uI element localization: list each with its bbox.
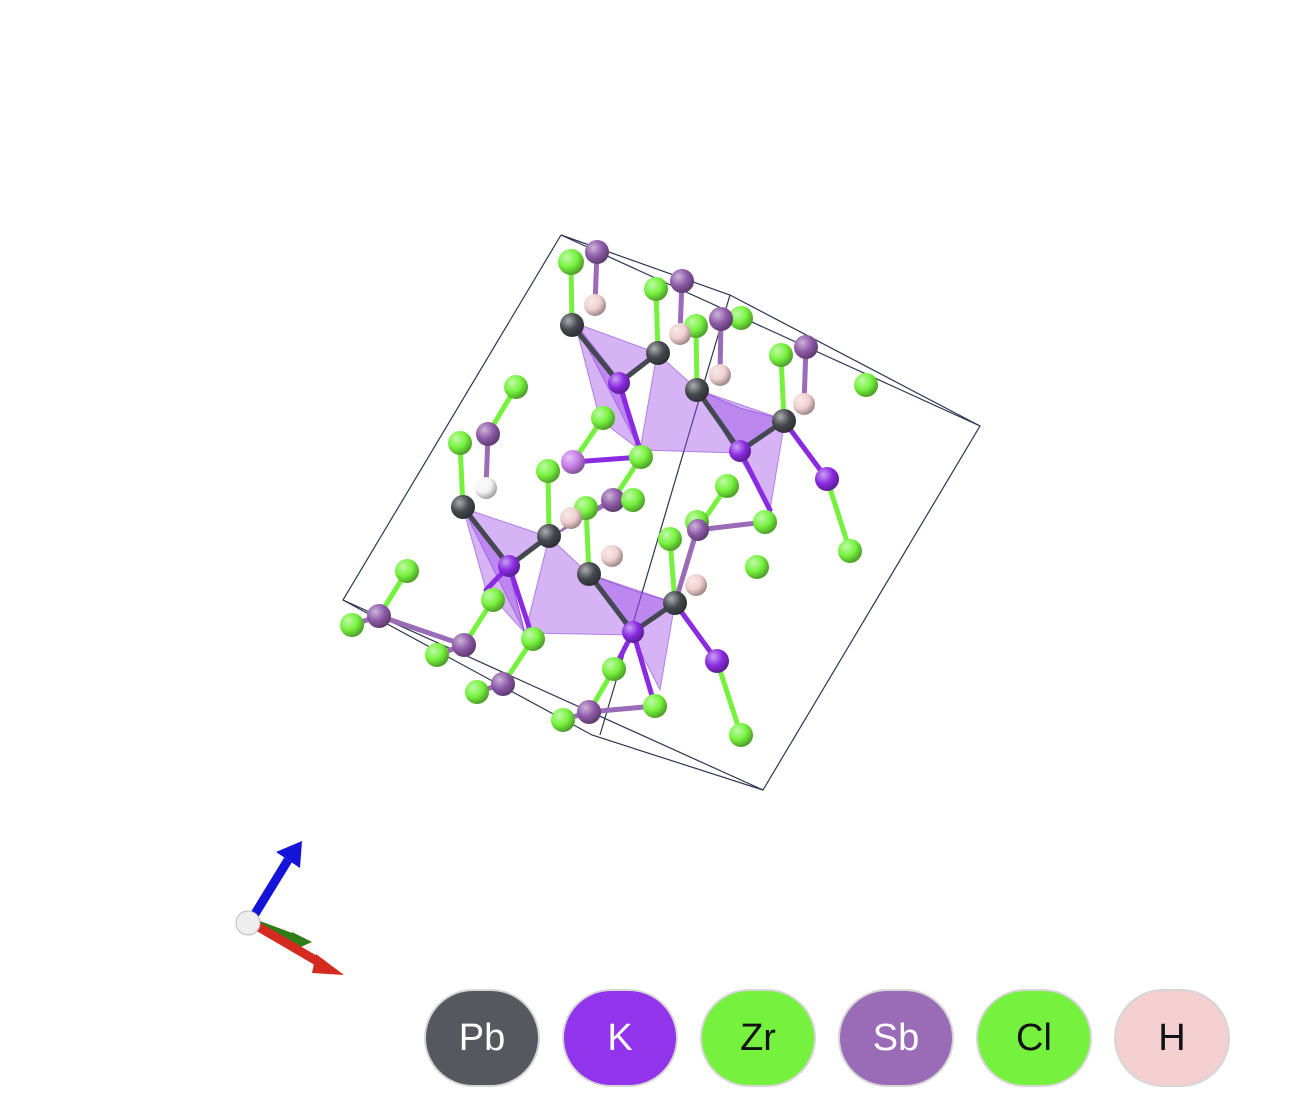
- atom-h[interactable]: [560, 507, 582, 529]
- atom-sb[interactable]: [452, 633, 476, 657]
- legend-chip-cl[interactable]: Cl: [976, 989, 1092, 1087]
- bond: [586, 571, 636, 635]
- atom-zr[interactable]: [481, 588, 505, 612]
- atom-sb[interactable]: [585, 240, 609, 264]
- atom-zr[interactable]: [558, 249, 584, 275]
- atom-k[interactable]: [561, 450, 585, 474]
- atom-h[interactable]: [709, 364, 731, 386]
- atom-zr[interactable]: [465, 680, 489, 704]
- atom-zr[interactable]: [729, 306, 753, 330]
- atom-zr[interactable]: [658, 527, 682, 551]
- bond: [376, 613, 467, 648]
- atom-pb[interactable]: [537, 524, 561, 548]
- bond: [630, 629, 658, 709]
- atom-sb[interactable]: [709, 307, 733, 331]
- bonds: [349, 249, 853, 738]
- legend-chip-h[interactable]: H: [1114, 989, 1230, 1087]
- atom-sb[interactable]: [476, 422, 500, 446]
- atom-zr[interactable]: [536, 459, 560, 483]
- atom-pb[interactable]: [646, 341, 670, 365]
- bond: [460, 504, 512, 569]
- atom-zr[interactable]: [769, 343, 793, 367]
- atom-zr[interactable]: [643, 694, 667, 718]
- legend-chip-pb[interactable]: Pb: [424, 989, 540, 1087]
- bond: [737, 448, 773, 513]
- atom-pb[interactable]: [451, 495, 475, 519]
- atom-zr[interactable]: [551, 708, 575, 732]
- axes-triad[interactable]: [235, 841, 344, 975]
- atom-sb[interactable]: [794, 335, 818, 359]
- bond: [569, 322, 622, 386]
- atom-sb[interactable]: [670, 269, 694, 293]
- atom-pb[interactable]: [663, 591, 687, 615]
- atom-k[interactable]: [729, 440, 751, 462]
- atom-h[interactable]: [669, 323, 691, 345]
- atom-zr[interactable]: [838, 539, 862, 563]
- atom-sb[interactable]: [577, 700, 601, 724]
- legend-chip-sb[interactable]: Sb: [838, 989, 954, 1087]
- atom-zr[interactable]: [715, 474, 739, 498]
- atom-pb[interactable]: [577, 562, 601, 586]
- bond: [672, 527, 700, 606]
- a-axis-arrow: [247, 918, 325, 968]
- atom-k[interactable]: [705, 649, 729, 673]
- atom-k[interactable]: [815, 467, 839, 491]
- atom-zr[interactable]: [521, 627, 545, 651]
- atom-zr[interactable]: [591, 406, 615, 430]
- atom-k[interactable]: [622, 621, 644, 643]
- bond: [714, 658, 744, 738]
- atom-zr[interactable]: [621, 488, 645, 512]
- atom-zr[interactable]: [340, 613, 364, 637]
- atom-zr[interactable]: [448, 431, 472, 455]
- atom-zr[interactable]: [729, 723, 753, 747]
- atom-sb[interactable]: [367, 604, 391, 628]
- atom-h[interactable]: [584, 294, 606, 316]
- atom-sb[interactable]: [491, 672, 515, 696]
- atom-zr[interactable]: [745, 555, 769, 579]
- bond: [781, 418, 830, 482]
- atom-pb[interactable]: [560, 313, 584, 337]
- bond: [694, 387, 743, 454]
- atom-pb[interactable]: [685, 378, 709, 402]
- atom-h[interactable]: [475, 477, 497, 499]
- atom-zr[interactable]: [753, 510, 777, 534]
- atom-zr[interactable]: [602, 657, 626, 681]
- bond: [616, 380, 643, 453]
- atom-sb[interactable]: [601, 488, 625, 512]
- atom-zr[interactable]: [425, 643, 449, 667]
- a-axis-arrowhead: [312, 954, 344, 975]
- atom-k[interactable]: [608, 372, 630, 394]
- bond: [506, 563, 536, 642]
- element-legend: Pb K Zr Sb Cl H: [424, 989, 1230, 1087]
- atom-h[interactable]: [793, 393, 815, 415]
- atoms: [340, 240, 878, 747]
- legend-chip-zr[interactable]: Zr: [700, 989, 816, 1087]
- atom-zr[interactable]: [854, 373, 878, 397]
- c-axis-arrowhead: [276, 841, 302, 868]
- axes-origin: [235, 910, 261, 936]
- bond: [824, 476, 853, 554]
- atom-k[interactable]: [498, 555, 520, 577]
- atom-h[interactable]: [685, 574, 707, 596]
- atom-zr[interactable]: [629, 445, 653, 469]
- c-axis-arrow: [246, 857, 292, 925]
- legend-chip-k[interactable]: K: [562, 989, 678, 1087]
- atom-h[interactable]: [601, 545, 623, 567]
- atom-zr[interactable]: [644, 277, 668, 301]
- atom-sb[interactable]: [687, 519, 709, 541]
- atom-zr[interactable]: [395, 559, 419, 583]
- atom-zr[interactable]: [504, 375, 528, 399]
- atom-pb[interactable]: [772, 409, 796, 433]
